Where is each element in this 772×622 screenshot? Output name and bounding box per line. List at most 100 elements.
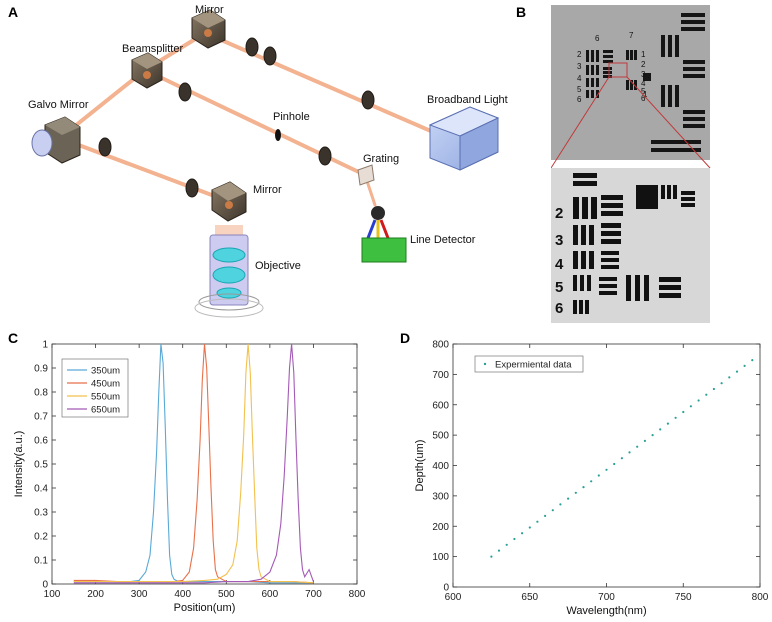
x-tick-label: 200 bbox=[87, 589, 104, 600]
legend: Expermiental data bbox=[474, 355, 584, 373]
data-point bbox=[628, 451, 631, 454]
data-point bbox=[728, 376, 731, 379]
data-point bbox=[674, 416, 677, 419]
objective-icon bbox=[194, 225, 264, 318]
broadband-light-icon bbox=[428, 106, 500, 171]
data-point bbox=[620, 457, 623, 460]
target-label: 5 bbox=[641, 87, 646, 96]
y-tick-label: 700 bbox=[432, 370, 449, 381]
target-zoom-image: 2 3 4 5 6 bbox=[551, 168, 710, 323]
target-label: 6 bbox=[577, 95, 582, 104]
y-tick-label: 100 bbox=[432, 552, 449, 563]
data-point bbox=[705, 393, 708, 396]
data-point bbox=[582, 486, 585, 489]
y-tick-label: 0.5 bbox=[34, 460, 48, 471]
y-tick-label: 0.9 bbox=[34, 364, 48, 375]
target-label: 2 bbox=[641, 60, 646, 69]
x-tick-label: 500 bbox=[218, 589, 235, 600]
y-tick-label: 200 bbox=[432, 522, 449, 533]
y-tick-label: 0 bbox=[443, 583, 449, 594]
zoom-label: 5 bbox=[555, 279, 563, 296]
mirror-bottom-icon bbox=[211, 181, 247, 222]
panel-label-a: A bbox=[8, 4, 19, 20]
y-tick-label: 0 bbox=[42, 580, 48, 591]
series-line-550um bbox=[73, 343, 314, 584]
label-grating: Grating bbox=[363, 153, 399, 165]
x-tick-label: 700 bbox=[598, 592, 615, 603]
data-point bbox=[551, 509, 554, 512]
data-point bbox=[513, 537, 516, 541]
zoom-label: 2 bbox=[555, 205, 563, 222]
data-point bbox=[666, 422, 669, 425]
target-label: 3 bbox=[641, 70, 646, 79]
data-point bbox=[567, 497, 570, 500]
x-tick-label: 700 bbox=[305, 589, 322, 600]
data-point bbox=[636, 445, 639, 448]
label-pinhole: Pinhole bbox=[273, 111, 310, 123]
y-tick-label: 0.3 bbox=[34, 508, 48, 519]
label-objective: Objective bbox=[255, 260, 301, 272]
legend-box bbox=[474, 355, 584, 373]
legend-entry: 550um bbox=[91, 392, 120, 403]
plot-area bbox=[452, 343, 761, 588]
zoom-region-frame bbox=[608, 62, 628, 78]
label-broadband-light: Broadband Light bbox=[427, 94, 508, 106]
legend-entry: 350um bbox=[91, 366, 120, 377]
data-point bbox=[743, 364, 746, 367]
data-point bbox=[712, 387, 715, 391]
y-tick-label: 1 bbox=[42, 340, 48, 351]
label-mirror-top: Mirror bbox=[195, 4, 224, 16]
data-point bbox=[613, 462, 616, 466]
series-line-650um bbox=[73, 343, 314, 584]
data-point bbox=[597, 474, 600, 477]
data-point bbox=[735, 370, 739, 373]
x-tick-label: 800 bbox=[752, 592, 769, 603]
data-point bbox=[521, 532, 524, 535]
data-point bbox=[528, 526, 531, 529]
data-point bbox=[720, 382, 723, 385]
data-point bbox=[544, 514, 547, 517]
target-label: 6 bbox=[595, 34, 600, 43]
label-line-detector: Line Detector bbox=[410, 234, 476, 246]
y-tick-label: 600 bbox=[432, 400, 449, 411]
data-point bbox=[574, 491, 577, 494]
data-point bbox=[505, 543, 508, 546]
grating-icon bbox=[357, 164, 375, 186]
target-label: 5 bbox=[577, 85, 582, 94]
zoom-label: 6 bbox=[555, 300, 563, 317]
x-tick-label: 650 bbox=[521, 592, 538, 603]
legend-swatch bbox=[483, 362, 487, 366]
x-tick-label: 600 bbox=[445, 592, 462, 603]
label-mirror-bottom: Mirror bbox=[253, 184, 282, 196]
x-tick-label: 300 bbox=[131, 589, 148, 600]
panel-label-c: C bbox=[8, 330, 19, 346]
data-point bbox=[651, 434, 654, 437]
lenses bbox=[98, 37, 375, 198]
optical-setup-diagram: Mirror Beamsplitter Galvo Mirror Pinhole… bbox=[28, 4, 508, 318]
data-point bbox=[751, 359, 754, 362]
label-beamsplitter: Beamsplitter bbox=[122, 43, 183, 55]
target-label: 3 bbox=[577, 62, 582, 71]
x-axis-label: Position(um) bbox=[174, 602, 236, 614]
x-tick-label: 600 bbox=[262, 589, 279, 600]
x-tick-label: 100 bbox=[44, 589, 61, 600]
y-tick-label: 0.4 bbox=[34, 484, 48, 495]
zoom-label: 3 bbox=[555, 232, 563, 249]
y-tick-label: 500 bbox=[432, 431, 449, 442]
y-axis-label: Depth(um) bbox=[414, 440, 426, 492]
y-tick-label: 0.2 bbox=[34, 532, 48, 543]
data-point bbox=[682, 410, 685, 414]
y-tick-label: 0.7 bbox=[34, 412, 48, 423]
y-tick-label: 800 bbox=[432, 340, 449, 351]
data-point bbox=[605, 468, 608, 471]
laser-beams bbox=[58, 31, 442, 207]
data-point bbox=[697, 399, 700, 402]
line-detector-icon bbox=[361, 206, 407, 263]
x-tick-label: 750 bbox=[675, 592, 692, 603]
target-overview-image: 6 7 2 3 4 5 6 1 2 3 4 5 6 1 bbox=[551, 5, 710, 160]
data-point bbox=[490, 555, 493, 558]
y-tick-label: 0.8 bbox=[34, 388, 48, 399]
legend-entry: 650um bbox=[91, 405, 120, 416]
